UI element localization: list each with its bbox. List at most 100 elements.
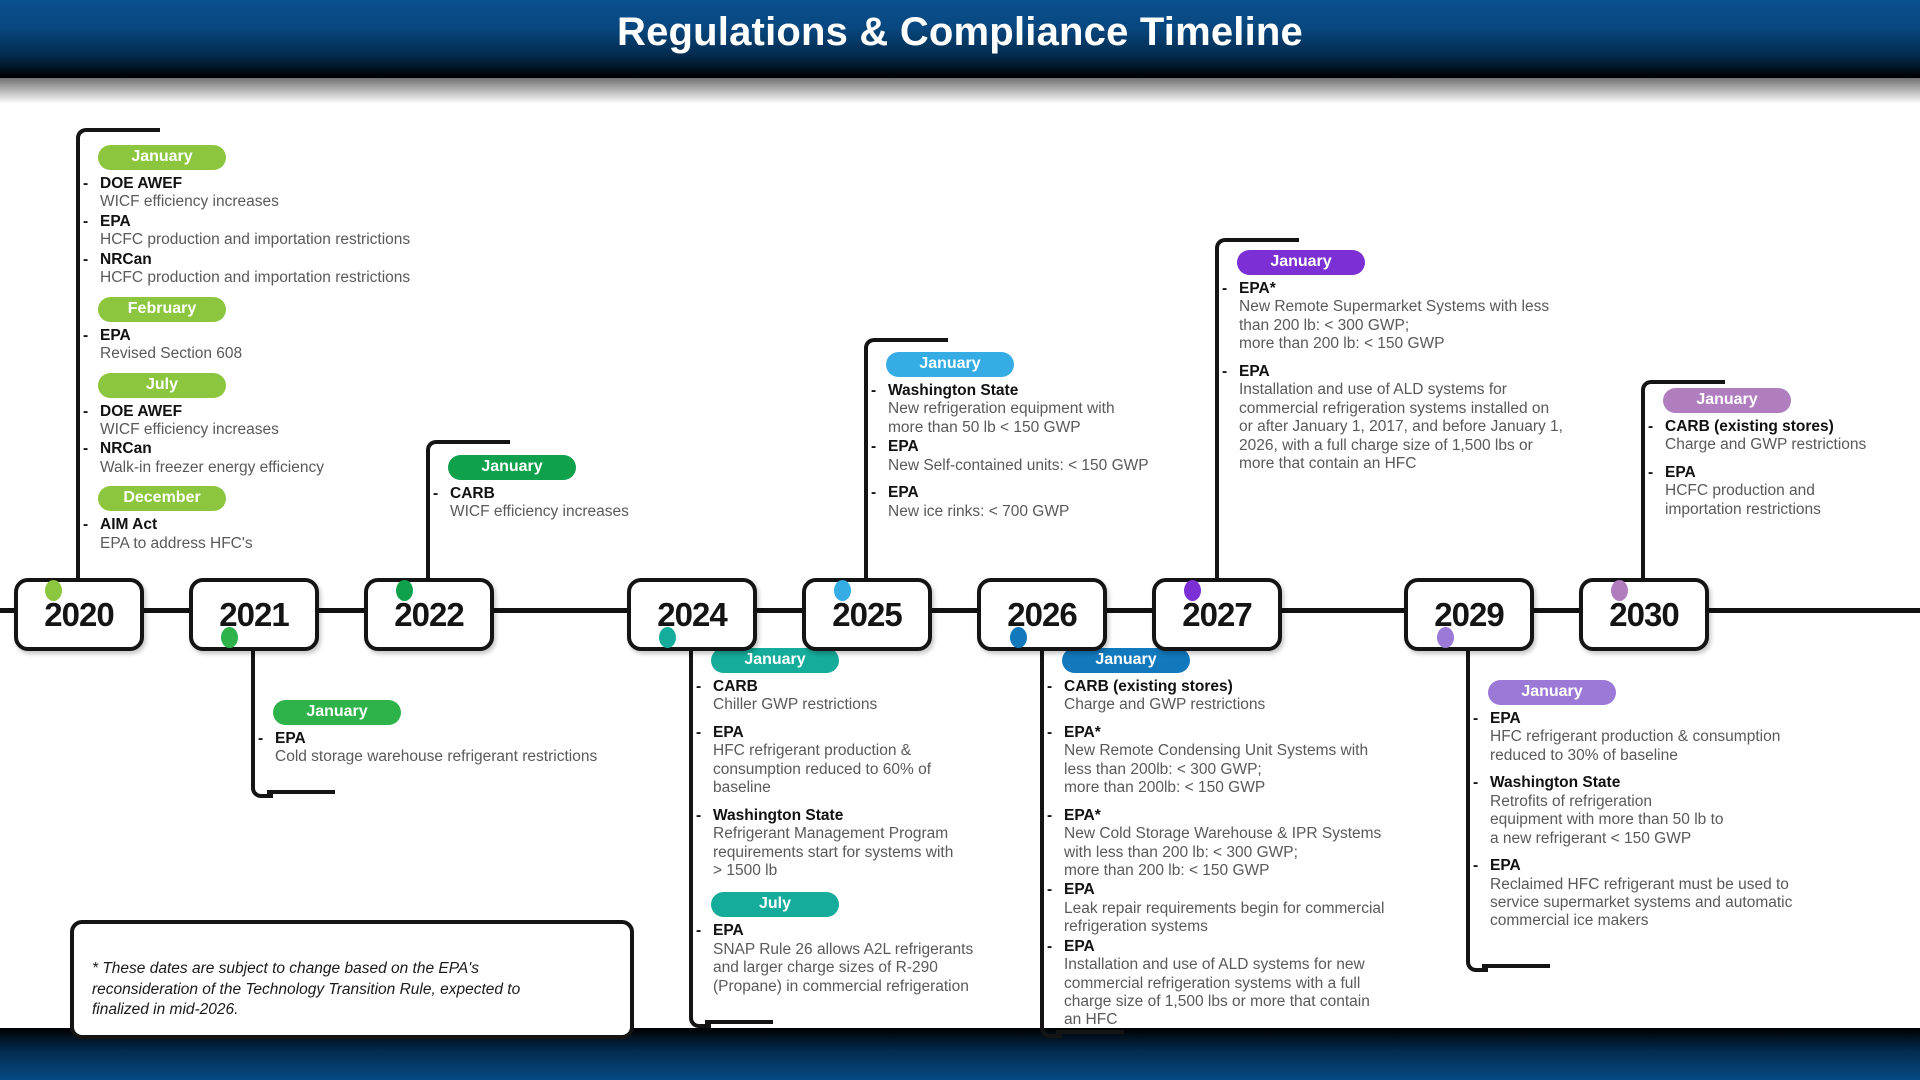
year-marker-2030[interactable]: 2030 (1579, 578, 1709, 651)
agency-name: DOE AWEF (100, 175, 183, 192)
bullet-dash: - (1473, 774, 1479, 792)
item-description: Retrofits of refrigeration equipment wit… (1490, 792, 1724, 847)
year-label: 2029 (1434, 595, 1504, 633)
item-description: HFC refrigerant production & consumption… (1490, 728, 1781, 764)
item-list: -EPA*New Remote Supermarket Systems with… (1219, 280, 1639, 473)
month-pill-february: February (98, 296, 226, 322)
bullet-dash: - (83, 175, 89, 192)
bullet-dash: - (1047, 723, 1053, 741)
item-description: New Remote Condensing Unit Systems with … (1064, 742, 1369, 797)
item-description: Installation and use of ALD systems for … (1239, 381, 1563, 472)
bullet-dash: - (1047, 937, 1053, 955)
header-bar (0, 0, 1920, 78)
item-description: New ice rinks: < 700 GWP (888, 502, 1070, 520)
bullet-dash: - (1648, 463, 1654, 481)
item-description: Cold storage warehouse refrigerant restr… (275, 748, 598, 766)
list-item: -EPA*New Remote Condensing Unit Systems … (1044, 724, 1464, 798)
agency-name: EPA (888, 484, 919, 502)
item-description: New refrigeration equipment with more th… (888, 400, 1115, 436)
year-label: 2021 (219, 595, 289, 633)
agency-name: CARB (450, 485, 495, 502)
month-pill-july: July (711, 892, 839, 918)
month-pill-january: January (1663, 388, 1791, 413)
item-description: WICF efficiency increases (100, 193, 279, 211)
item-description: Installation and use of ALD systems for … (1064, 956, 1370, 1029)
year-marker-2021[interactable]: 2021 (189, 578, 319, 651)
year-label: 2026 (1007, 595, 1077, 633)
year-marker-2025[interactable]: 2025 (802, 578, 932, 651)
year-marker-2020[interactable]: 2020 (14, 578, 144, 651)
footnote-box: * These dates are subject to change base… (70, 920, 634, 1040)
month-pill-july: July (98, 372, 226, 398)
month-pill-december: December (98, 486, 226, 512)
agency-name: CARB (713, 678, 758, 695)
agency-name: EPA* (1239, 280, 1276, 297)
year-dot-2029 (1437, 627, 1454, 648)
month-group: January -CARB (existing stores)Charge an… (1645, 388, 1920, 519)
agency-name: EPA (100, 326, 131, 344)
year-label: 2025 (832, 595, 902, 633)
bullet-dash: - (1047, 678, 1053, 695)
year-marker-2029[interactable]: 2029 (1404, 578, 1534, 651)
agency-name: NRCan (100, 440, 152, 458)
item-description: HCFC production and importation restrict… (100, 269, 411, 287)
bullet-dash: - (1047, 806, 1053, 824)
bullet-dash: - (83, 440, 89, 458)
page-title: Regulations & Compliance Timeline (617, 10, 1303, 54)
year-marker-2027[interactable]: 2027 (1152, 578, 1282, 651)
agency-name: CARB (existing stores) (1665, 418, 1834, 435)
year-label: 2024 (657, 595, 727, 633)
bullet-dash: - (83, 326, 89, 344)
item-description: Leak repair requirements begin for comme… (1064, 899, 1385, 936)
list-item: -CARB (existing stores)Charge and GWP re… (1044, 678, 1464, 715)
year-label: 2022 (394, 595, 464, 633)
agency-name: EPA (1490, 710, 1521, 727)
year-label: 2030 (1609, 595, 1679, 633)
agency-name: EPA (1064, 881, 1095, 899)
bullet-dash: - (696, 678, 702, 695)
year-dot-2026 (1010, 627, 1027, 648)
month-pill-january: January (886, 352, 1014, 377)
content-block-2027: January -EPA*New Remote Supermarket Syst… (1219, 250, 1639, 474)
agency-name: EPA (1239, 362, 1270, 380)
list-item: -EPA*New Cold Storage Warehouse & IPR Sy… (1044, 807, 1464, 881)
header-shadow (0, 78, 1920, 104)
bullet-dash: - (1473, 710, 1479, 727)
item-description: New Remote Supermarket Systems with less… (1239, 298, 1550, 353)
agency-name: AIM Act (100, 516, 158, 534)
agency-name: EPA (888, 438, 919, 456)
timeline-axis (0, 608, 1920, 613)
bullet-dash: - (83, 250, 89, 268)
year-marker-2022[interactable]: 2022 (364, 578, 494, 651)
month-pill-january: January (448, 455, 576, 480)
bullet-dash: - (83, 516, 89, 534)
agency-name: Washington State (1490, 774, 1621, 792)
agency-name: EPA (1064, 937, 1095, 955)
year-marker-2026[interactable]: 2026 (977, 578, 1107, 651)
year-marker-2024[interactable]: 2024 (627, 578, 757, 651)
year-dot-2022 (396, 580, 413, 601)
bullet-dash: - (258, 730, 264, 747)
